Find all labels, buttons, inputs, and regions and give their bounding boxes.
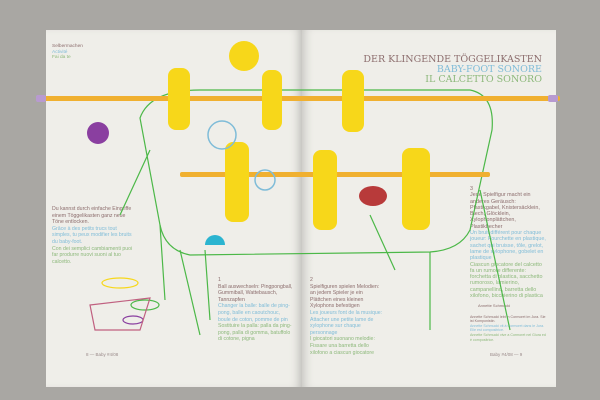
intro-fr: Grâce à des petits trucs tout simples, t… <box>52 225 132 245</box>
intro-text: Du kannst durch einfache Eingriffe einem… <box>52 206 134 265</box>
page-number-left: 8 — Baby #4/08 <box>86 352 119 357</box>
players <box>168 41 430 230</box>
step-1-it: Sostituire la palla: palla da ping-pong,… <box>218 323 292 343</box>
ball-yellow <box>229 41 259 71</box>
player-figure <box>262 70 282 130</box>
rubber-bands <box>89 277 160 331</box>
bio-fr: Annette Schmucki vit à Cormoret dans le … <box>470 323 545 333</box>
section-label: Selbermachen Activité Fai da te <box>52 44 83 61</box>
step-2-number: 2 <box>310 277 313 283</box>
ball-blue-2 <box>254 169 276 191</box>
title-de: DER KLINGENDE TÖGGELIKASTEN <box>363 54 542 65</box>
player-figure <box>402 148 430 230</box>
step-1-number: 1 <box>218 277 221 283</box>
title-fr: BABY-FOOT SONORE <box>436 64 542 75</box>
rod-top <box>40 96 560 101</box>
player-figure <box>313 150 337 230</box>
step-2-it: I giocatori suonano melodie: Fissare una… <box>310 336 375 356</box>
title-it: IL CALCETTO SONORO <box>425 74 542 85</box>
ball-blue <box>207 120 237 150</box>
player-figure <box>168 68 190 130</box>
intro-de: Du kannst durch einfache Eingriffe einem… <box>52 206 132 226</box>
pine-cone <box>359 186 387 206</box>
section-de: Selbermachen <box>52 44 83 49</box>
page-title: DER KLINGENDE TÖGGELIKASTEN BABY-FOOT SO… <box>363 55 542 85</box>
step-3-fr: Un bruit différent pour chaque joueur: F… <box>470 230 546 262</box>
author: Annette Schmucki <box>478 303 511 309</box>
ball-cyan <box>205 235 225 245</box>
ball-purple <box>87 122 109 144</box>
page-number-right: Baby #4/08 — 9 <box>490 352 523 357</box>
section-fr: Activité <box>52 49 68 55</box>
rod-handle <box>36 95 46 102</box>
step-3-number: 3 <box>470 186 473 192</box>
step-1: 1 Ball auswechseln: Pingpongball, Gummib… <box>218 277 294 343</box>
section-it: Fai da te <box>52 55 71 60</box>
intro-it: Con dei semplici cambiamenti puoi far pr… <box>52 245 133 265</box>
step-1-de: Ball auswechseln: Pingpongball, Gummibal… <box>218 283 293 303</box>
step-2-fr: Les joueurs font de la musique: Attacher… <box>310 309 383 336</box>
step-3-de: Jede Spielfigur macht ein anderes Geräus… <box>470 192 540 230</box>
bio-it: Annette Schmucki vive a Cormoret nel Giu… <box>470 333 546 342</box>
step-3-it: Ciascun giocatore del calcetto fa un rum… <box>470 261 543 300</box>
player-figure <box>225 142 249 222</box>
step-2: 2 Spielfiguren spielen Melodien: an jede… <box>310 277 384 356</box>
rod-handle <box>548 95 558 102</box>
step-1-fr: Changer la balle: balle de ping-pong, ba… <box>218 303 290 323</box>
rods <box>36 95 560 177</box>
player-figure <box>342 70 364 132</box>
step-3: 3 Jede Spielfigur macht ein anderes Gerä… <box>470 186 546 342</box>
step-2-de: Spielfiguren spielen Melodien: an jedem … <box>310 283 380 310</box>
